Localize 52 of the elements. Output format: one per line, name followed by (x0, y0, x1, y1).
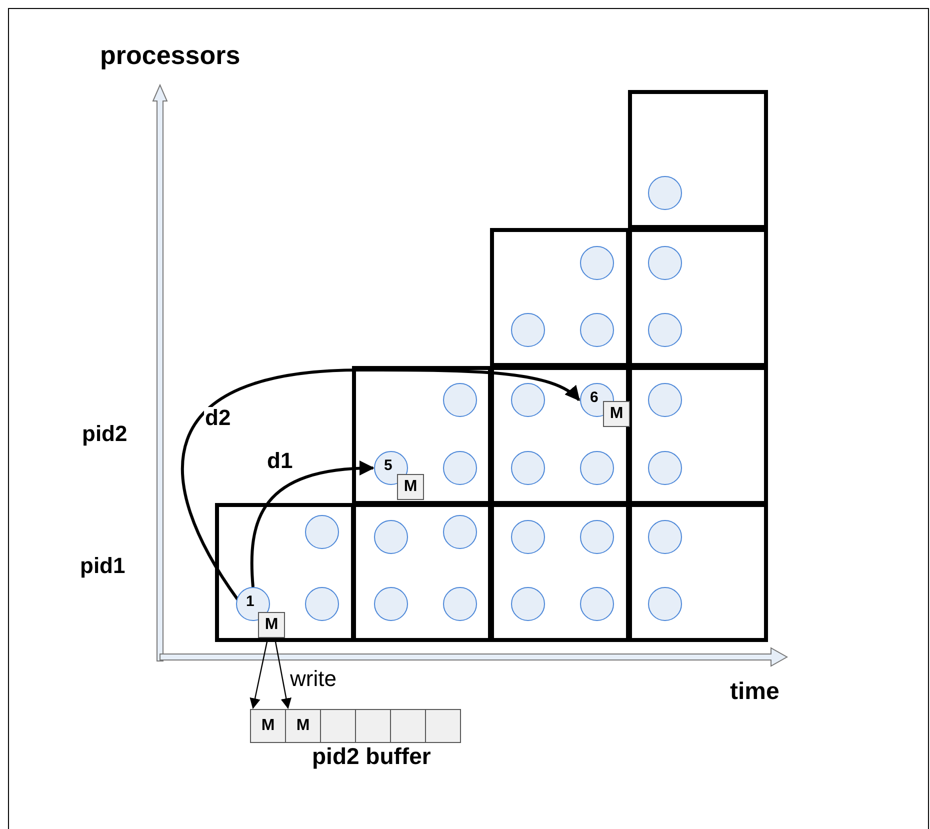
buffer-label: pid2 buffer (312, 745, 431, 768)
row-label: pid1 (80, 555, 126, 577)
process-circle (443, 451, 477, 485)
process-circle (580, 587, 614, 621)
process-circle (443, 383, 477, 417)
process-circle (511, 587, 545, 621)
buffer-slot (425, 709, 461, 743)
message-box: M (603, 401, 630, 427)
process-circle (648, 520, 682, 554)
buffer-slot (390, 709, 426, 743)
block-square (490, 366, 630, 505)
block-square (490, 228, 630, 367)
row-label: pid2 (82, 423, 128, 445)
block-square (352, 503, 492, 642)
process-circle (648, 246, 682, 280)
block-square (628, 90, 768, 229)
block-square (352, 366, 492, 505)
process-circle (443, 515, 477, 549)
process-circle (648, 587, 682, 621)
process-circle (511, 383, 545, 417)
block-square (628, 503, 768, 642)
process-circle (374, 520, 408, 554)
block-square (628, 228, 768, 367)
process-circle (648, 383, 682, 417)
message-box: M (258, 612, 285, 638)
buffer-slot: M (250, 709, 286, 743)
process-circle (580, 313, 614, 347)
arrow (250, 461, 374, 588)
axis-label: time (730, 680, 780, 704)
process-circle (648, 313, 682, 347)
process-circle (511, 313, 545, 347)
process-circle (374, 587, 408, 621)
process-circle (305, 515, 339, 549)
process-circle (648, 176, 682, 210)
block-square (215, 503, 355, 642)
block-square (628, 366, 768, 505)
process-circle (580, 246, 614, 280)
message-box: M (397, 474, 424, 500)
process-circle (305, 587, 339, 621)
buffer-slot (320, 709, 356, 743)
arrow-label: write (290, 668, 336, 690)
process-circle (648, 451, 682, 485)
buffer-slot (355, 709, 391, 743)
process-circle (511, 451, 545, 485)
process-circle (511, 520, 545, 554)
arrow (181, 368, 580, 601)
process-circle (580, 451, 614, 485)
axis-label: processors (100, 42, 240, 68)
buffer-slot: M (285, 709, 321, 743)
process-circle (580, 520, 614, 554)
process-circle (443, 587, 477, 621)
block-square (490, 503, 630, 642)
